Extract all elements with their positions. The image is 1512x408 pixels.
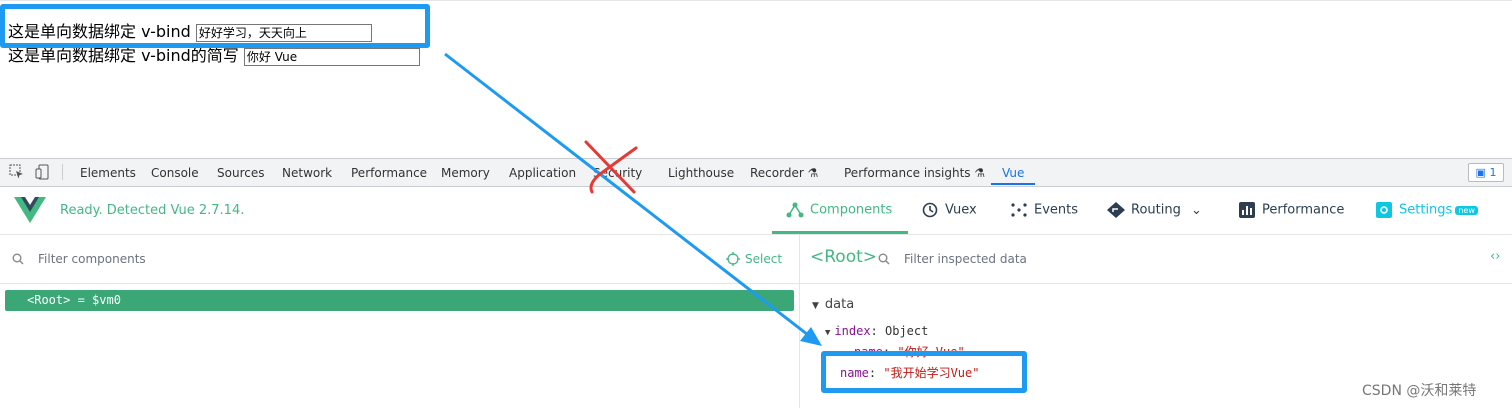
nav-events[interactable]: Events <box>1010 202 1078 218</box>
nav-routing[interactable]: Routing ⌄ <box>1107 202 1202 218</box>
inspector-pane: <Root> Filter inspected data ‹› ▼data ▼i… <box>800 235 1512 408</box>
device-toolbar-icon[interactable] <box>35 164 51 180</box>
vue-devtools-header: Ready. Detected Vue 2.7.14. Components V… <box>0 187 1512 235</box>
vbind-label: 这是单向数据绑定 v-bind <box>8 22 191 41</box>
nav-performance[interactable]: Performance <box>1238 202 1344 218</box>
components-active-indicator <box>772 231 908 234</box>
crosshair-icon <box>726 252 740 266</box>
inspect-icon[interactable] <box>9 164 25 180</box>
tab-network[interactable]: Network <box>282 166 333 180</box>
name-row: name: "我开始学习Vue" <box>840 366 980 380</box>
components-icon <box>786 202 804 218</box>
message-icon: ▣ <box>1475 166 1486 179</box>
tab-vue[interactable]: Vue <box>1002 166 1025 180</box>
tab-performance-insights[interactable]: Performance insights ⚗ <box>844 166 986 180</box>
nav-routing-label: Routing <box>1131 202 1181 218</box>
vue-logo-icon <box>14 197 46 223</box>
annotation-box-input <box>0 4 430 48</box>
components-pane: Filter components Select <Root> = $vm0 <box>0 235 800 408</box>
nav-settings-label: Settings <box>1399 202 1453 218</box>
vbind-short-label: 这是单向数据绑定 v-bind的简写 <box>8 46 239 65</box>
search-icon <box>12 253 24 265</box>
filter-inspected-input[interactable]: Filter inspected data <box>904 252 1027 266</box>
nav-vuex-label: Vuex <box>945 202 977 218</box>
issues-count: 1 <box>1489 166 1497 179</box>
nav-events-label: Events <box>1034 202 1079 218</box>
index-type: Object <box>885 324 929 338</box>
index-key: index <box>834 324 871 338</box>
select-component-button[interactable]: Select <box>745 252 783 266</box>
annotation-red-cross <box>584 140 638 194</box>
vbind-short-input[interactable] <box>243 47 420 66</box>
data-section-header[interactable]: ▼ data <box>812 297 854 312</box>
search-icon <box>878 253 890 265</box>
tab-elements[interactable]: Elements <box>80 166 136 180</box>
watermark: CSDN @沃和莱特 <box>1362 383 1477 399</box>
name-value[interactable]: "我开始学习Vue" <box>883 366 980 380</box>
events-icon <box>1011 203 1027 217</box>
tab-console[interactable]: Console <box>151 166 199 180</box>
caret-down-icon: ▼ <box>825 328 831 338</box>
history-icon <box>922 202 938 218</box>
toolbar-separator <box>62 164 63 180</box>
filter-components-input[interactable]: Filter components <box>38 252 146 266</box>
tab-performance[interactable]: Performance <box>351 166 428 180</box>
nav-components[interactable]: Components <box>786 202 892 218</box>
inspector-header: <Root> Filter inspected data ‹› <box>800 235 1512 284</box>
code-icon[interactable]: ‹› <box>1490 249 1501 264</box>
data-section-label: data <box>824 297 855 312</box>
chevron-down-icon: ⌄ <box>1190 202 1202 218</box>
annotation-box-name <box>821 351 1027 393</box>
settings-gear-icon <box>1376 202 1392 218</box>
tab-lighthouse[interactable]: Lighthouse <box>668 166 735 180</box>
nav-vuex[interactable]: Vuex <box>921 202 977 218</box>
tab-sources[interactable]: Sources <box>217 166 265 180</box>
root-component-label: <Root> = $vm0 <box>27 293 121 307</box>
name-key: name <box>840 366 869 380</box>
vbind-input[interactable] <box>195 23 372 42</box>
routing-icon <box>1107 202 1125 218</box>
annotation-arrow-line <box>444 52 813 340</box>
devtools-panel: Elements Console Sources Network Perform… <box>0 158 1512 408</box>
index-node[interactable]: ▼index: Object <box>825 324 929 338</box>
nav-performance-label: Performance <box>1262 202 1345 218</box>
rendered-page: 这是单向数据绑定 v-bind 这是单向数据绑定 v-bind的简写 <box>0 0 1512 159</box>
devtools-tabbar: Elements Console Sources Network Perform… <box>0 159 1512 187</box>
detected-status: Ready. Detected Vue 2.7.14. <box>60 203 245 218</box>
inspected-component-title: <Root> <box>810 247 878 267</box>
annotation-arrow-head <box>800 327 822 346</box>
caret-down-icon: ▼ <box>812 301 819 311</box>
performance-chart-icon <box>1239 202 1255 218</box>
new-badge: new <box>1455 205 1478 215</box>
tab-application[interactable]: Application <box>509 166 577 180</box>
tab-recorder[interactable]: Recorder ⚗ <box>750 166 819 180</box>
nav-components-label: Components <box>810 202 893 218</box>
component-tree-root[interactable]: <Root> = $vm0 <box>5 290 794 311</box>
component-filter-bar: Filter components Select <box>0 235 799 284</box>
vbind-line: 这是单向数据绑定 v-bind <box>8 18 372 42</box>
tab-memory[interactable]: Memory <box>441 166 490 180</box>
vbind-short-line: 这是单向数据绑定 v-bind的简写 <box>8 42 420 66</box>
issues-badge[interactable]: ▣ 1 <box>1468 163 1504 182</box>
active-tab-indicator <box>991 183 1035 185</box>
